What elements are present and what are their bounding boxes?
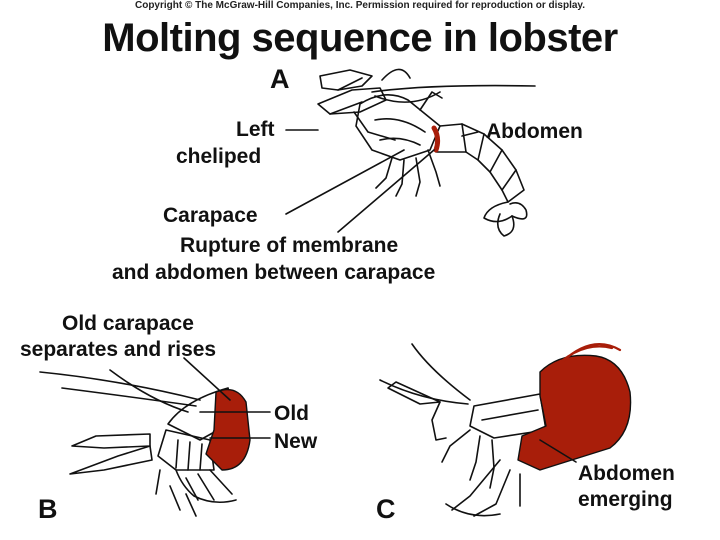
label-abdomen: Abdomen	[486, 120, 583, 143]
label-abdomen-emerging-line1: Abdomen	[578, 462, 675, 485]
leader-carapace	[285, 149, 405, 215]
label-rupture-line1: Rupture of membrane	[180, 234, 399, 257]
panel-a-letter: A	[270, 64, 290, 94]
label-old: Old	[274, 402, 309, 425]
label-abdomen-emerging-line2: emerging	[578, 488, 673, 511]
label-cheliped: cheliped	[176, 145, 262, 168]
leader-abdomen	[461, 131, 479, 137]
leader-abdomen-emerging	[539, 439, 577, 463]
new-carapace-b	[205, 388, 251, 471]
panel-b-letter: B	[38, 494, 58, 524]
leader-rupture	[337, 149, 435, 233]
copyright-notice: Copyright © The McGraw-Hill Companies, I…	[134, 0, 586, 11]
label-old-carapace-line1: Old carapace	[62, 312, 194, 335]
page-title: Molting sequence in lobster	[102, 16, 618, 60]
label-new: New	[274, 430, 318, 453]
emerging-abdomen-c	[517, 354, 632, 471]
label-old-carapace-line2: separates and rises	[20, 338, 217, 361]
panel-c-letter: C	[376, 494, 396, 524]
lobster-b-drawing	[39, 369, 237, 517]
label-rupture-line2: and abdomen between carapace	[112, 261, 436, 284]
rupture-highlight	[431, 125, 441, 153]
lobster-a-drawing	[317, 68, 536, 237]
leader-old-carapace	[183, 357, 231, 401]
new-antennae-c	[548, 343, 622, 402]
label-left: Left	[236, 118, 275, 141]
lobster-c-drawing	[379, 343, 547, 517]
label-carapace: Carapace	[163, 204, 258, 227]
